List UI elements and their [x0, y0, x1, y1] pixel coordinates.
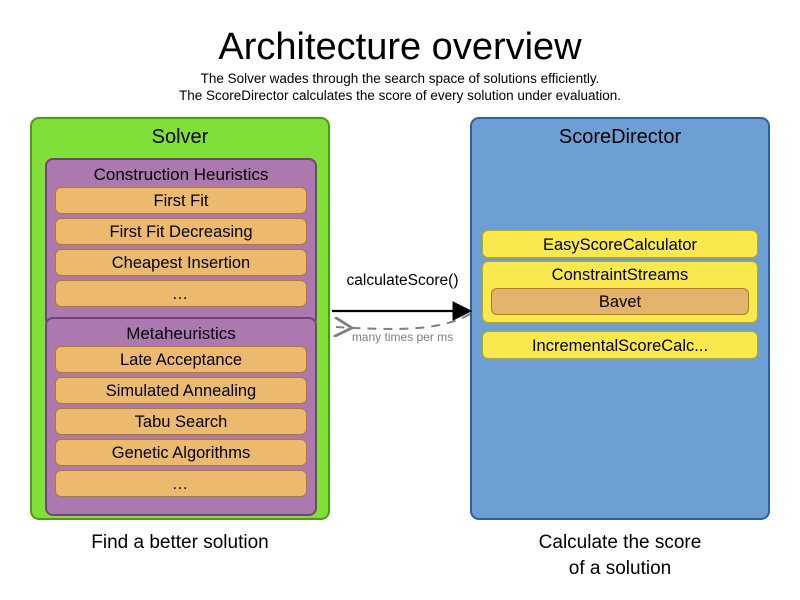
algorithm-item-cheapest-insertion[interactable]: Cheapest Insertion [55, 249, 307, 276]
scoredirector-panel-title: ScoreDirector [558, 126, 682, 148]
scoredirector-panel[interactable]: ScoreDirector EasyScoreCalculator Constr… [470, 117, 770, 520]
calculator-incremental-score-calculator[interactable]: IncrementalScoreCalc... [482, 331, 758, 359]
arrow-many-times-per-ms [336, 313, 471, 329]
calculator-bavet[interactable]: Bavet [491, 288, 749, 315]
algorithm-item-first-fit-decreasing[interactable]: First Fit Decreasing [55, 218, 307, 245]
algorithm-item-more-construction[interactable]: … [55, 280, 307, 307]
subtitle-line-2: The ScoreDirector calculates the score o… [179, 88, 621, 103]
algorithm-item-first-fit[interactable]: First Fit [55, 187, 307, 214]
construction-heuristics-group[interactable]: Construction Heuristics First Fit First … [45, 158, 317, 327]
solver-panel-title: Solver [151, 126, 209, 148]
metaheuristics-group[interactable]: Metaheuristics Late Acceptance Simulated… [45, 317, 317, 516]
calculator-constraint-streams-label: ConstraintStreams [551, 266, 689, 284]
calculator-constraint-streams[interactable]: ConstraintStreams Bavet [482, 261, 758, 323]
arrow-label-many-times-per-ms: many times per ms [351, 330, 454, 344]
solver-caption: Find a better solution [91, 532, 269, 553]
scoredirector-caption: Calculate the score of a solution [470, 530, 770, 582]
scoredirector-caption-line-1: Calculate the score [538, 532, 702, 553]
algorithm-item-simulated-annealing[interactable]: Simulated Annealing [55, 377, 307, 404]
construction-heuristics-title: Construction Heuristics [93, 165, 269, 184]
arrow-label-calculate-score: calculateScore() [346, 272, 459, 289]
algorithm-item-late-acceptance[interactable]: Late Acceptance [55, 346, 307, 373]
algorithm-item-more-metaheuristics[interactable]: … [55, 470, 307, 497]
algorithm-item-tabu-search[interactable]: Tabu Search [55, 408, 307, 435]
algorithm-item-genetic-algorithms[interactable]: Genetic Algorithms [55, 439, 307, 466]
metaheuristics-title: Metaheuristics [126, 324, 236, 343]
scoredirector-caption-line-2: of a solution [568, 558, 672, 579]
calculator-easy-score-calculator[interactable]: EasyScoreCalculator [482, 230, 758, 258]
subtitle-line-1: The Solver wades through the search spac… [200, 71, 600, 86]
solver-panel[interactable]: Solver Construction Heuristics First Fit… [30, 117, 330, 520]
page-title: Architecture overview [218, 26, 582, 68]
